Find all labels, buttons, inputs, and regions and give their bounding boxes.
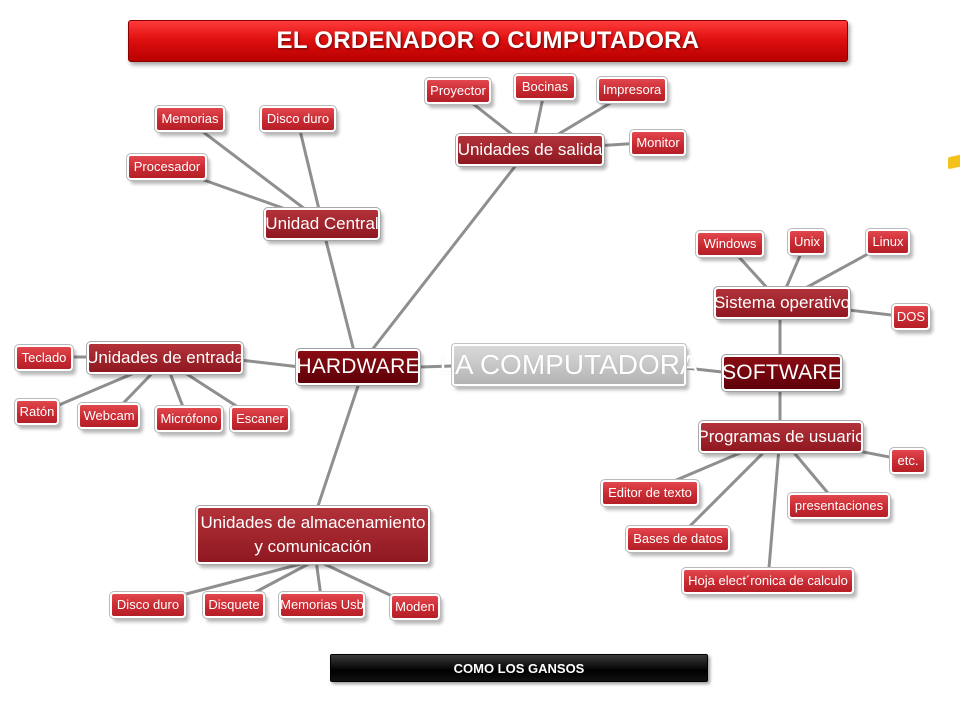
hardware-label: HARDWARE — [296, 355, 420, 378]
leaf-label: Moden — [395, 599, 435, 614]
connector — [766, 434, 782, 582]
leaf-label: Unix — [793, 234, 820, 249]
leaf-label: Linux — [872, 234, 904, 249]
connector — [320, 223, 360, 369]
leaf-webcam: Webcam — [77, 402, 141, 430]
sistema-operativo-node: Sistema operativo — [713, 286, 851, 320]
leaf-disco-duro-almacenamiento: Disco duro — [109, 591, 187, 619]
leaf-label: Webcam — [83, 408, 135, 423]
leaf-etc: etc. — [889, 447, 927, 475]
leaf-label: Ratón — [19, 404, 55, 419]
leaf-label: Memorias — [161, 111, 219, 126]
connector — [314, 378, 362, 514]
page-title: EL ORDENADOR O CUMPUTADORA — [276, 27, 700, 54]
leaf-label: etc. — [897, 453, 919, 468]
leaf-label: Disco duro — [266, 111, 330, 126]
leaf-moden: Moden — [389, 593, 441, 621]
leaf-label: Disco duro — [116, 597, 180, 612]
leaf-bocinas: Bocinas — [513, 73, 577, 101]
unidades-salida-label: Unidades de salida — [457, 140, 603, 159]
leaf-bases-datos: Bases de datos — [625, 525, 731, 553]
programas-usuario-label: Programas de usuario — [697, 427, 865, 446]
connector — [366, 158, 522, 357]
leaf-label: Editor de texto — [608, 485, 692, 500]
unidades-entrada-label: Unidades de entrada — [86, 348, 244, 367]
hardware-node: HARDWARE — [295, 348, 421, 386]
leaf-editor-texto: Editor de texto — [600, 479, 700, 507]
title-banner: EL ORDENADOR O CUMPUTADORA — [128, 20, 848, 62]
connector — [676, 434, 782, 540]
center-label: LA COMPUTADORA — [439, 349, 699, 380]
leaf-label: Proyector — [430, 83, 486, 98]
leaf-label: Windows — [703, 236, 757, 251]
footer-label: COMO LOS GANSOS — [453, 660, 585, 676]
software-label: SOFTWARE — [722, 361, 842, 384]
leaf-label: Memorias Usb — [280, 597, 364, 612]
leaf-memorias: Memorias — [154, 105, 226, 133]
leaf-windows: Windows — [695, 230, 765, 258]
unidades-entrada-node: Unidades de entrada — [86, 341, 244, 375]
center-node: LA COMPUTADORA — [439, 343, 699, 387]
leaf-presentaciones: presentaciones — [787, 492, 891, 520]
connector — [684, 366, 724, 374]
leaf-impresora: Impresora — [596, 76, 668, 104]
leaf-label: Procesador — [133, 159, 201, 174]
connector — [418, 364, 454, 369]
programas-usuario-node: Programas de usuario — [697, 420, 865, 454]
sistema-operativo-label: Sistema operativo — [713, 293, 851, 312]
leaf-raton: Ratón — [14, 398, 60, 426]
footer-banner: COMO LOS GANSOS — [330, 654, 708, 682]
unidad-central-node: Unidad Central — [263, 207, 381, 241]
leaf-label: DOS — [896, 309, 926, 324]
software-node: SOFTWARE — [721, 354, 843, 392]
connector — [238, 358, 302, 369]
leaf-monitor: Monitor — [629, 129, 687, 157]
leaf-label: presentaciones — [794, 498, 884, 513]
leaf-escaner: Escaner — [229, 405, 291, 433]
unidad-central-label: Unidad Central — [265, 214, 379, 233]
almacenamiento-label: Unidades de almacenamiento y comunicació… — [200, 513, 426, 556]
leaf-linux: Linux — [865, 228, 911, 256]
unidades-salida-node: Unidades de salida — [455, 133, 605, 167]
leaf-label: Disquete — [208, 597, 260, 612]
leaf-label: Hoja elect´ronica de calculo — [688, 573, 848, 588]
leaf-hoja-electronica: Hoja elect´ronica de calculo — [681, 567, 855, 595]
leaf-disquete: Disquete — [202, 591, 266, 619]
leaf-dos: DOS — [891, 303, 931, 331]
leaf-unix: Unix — [787, 228, 827, 256]
leaf-label: Escaner — [236, 411, 284, 426]
leaf-disco-duro-central: Disco duro — [259, 105, 337, 133]
leaf-label: Bases de datos — [633, 531, 723, 546]
leaf-procesador: Procesador — [126, 153, 208, 181]
leaf-memorias-usb: Memorias Usb — [278, 591, 366, 619]
almacenamiento-node: Unidades de almacenamiento y comunicació… — [195, 505, 431, 565]
leaf-microfono: Micrófono — [154, 405, 224, 433]
leaf-label: Teclado — [21, 350, 67, 365]
connector — [188, 120, 324, 224]
leaf-label: Micrófono — [160, 411, 218, 426]
leaf-label: Bocinas — [521, 79, 569, 94]
leaf-label: Impresora — [602, 82, 662, 97]
leaf-teclado: Teclado — [14, 344, 74, 372]
leaf-label: Monitor — [636, 135, 680, 150]
leaf-proyector: Proyector — [424, 77, 492, 105]
connector — [296, 120, 324, 224]
